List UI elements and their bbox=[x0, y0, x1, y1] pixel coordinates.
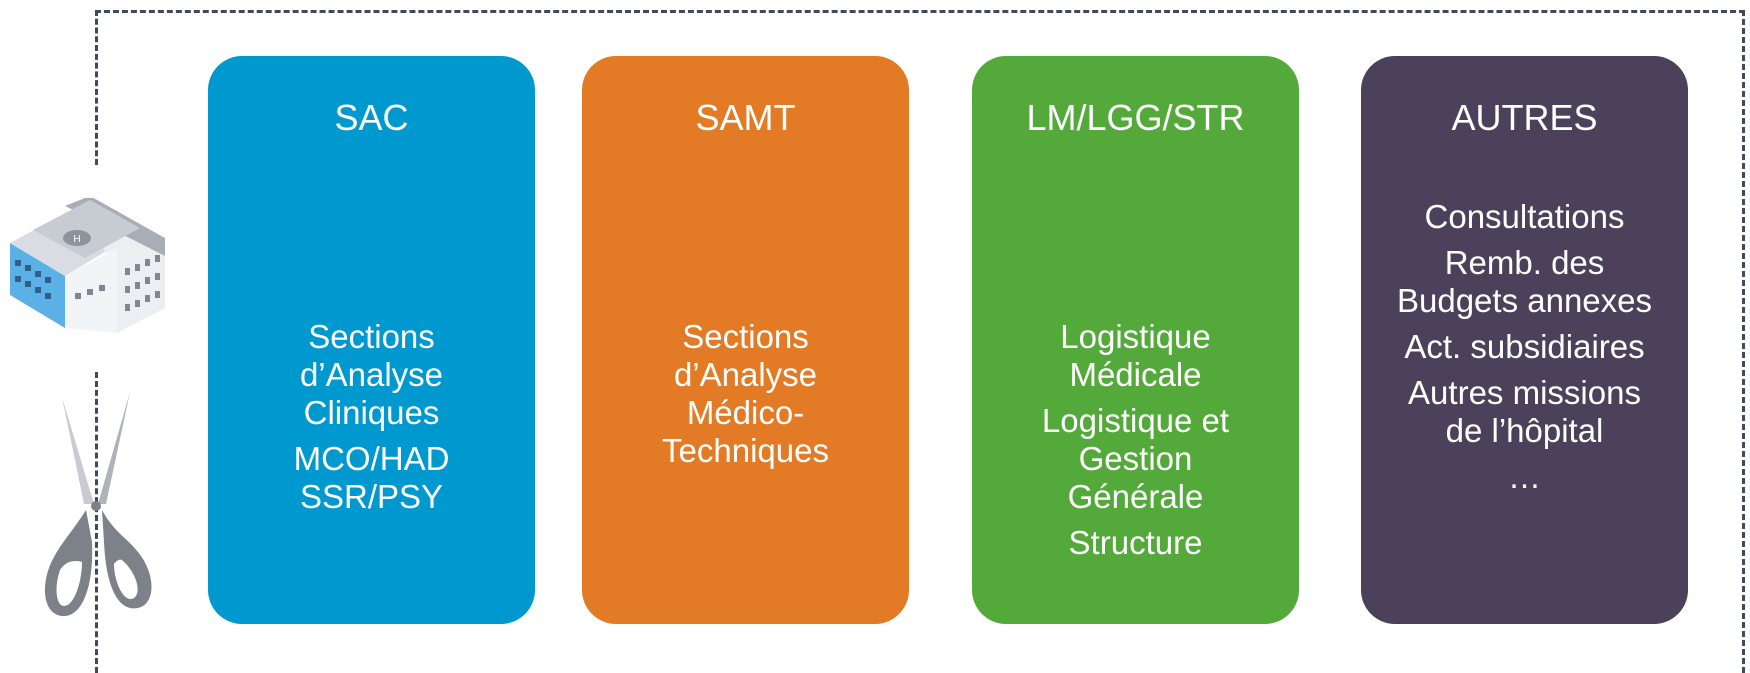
card-line: Logistique Médicale bbox=[1060, 318, 1211, 393]
hospital-building-icon: H bbox=[10, 198, 165, 333]
scissors-icon bbox=[44, 392, 152, 617]
dashed-frame-right bbox=[1742, 10, 1745, 673]
svg-text:H: H bbox=[73, 234, 80, 245]
card-body: Sections d’Analyse Médico- Techniques bbox=[582, 318, 909, 478]
card-line: Act. subsidiaires bbox=[1404, 328, 1645, 365]
card-body: Logistique Médicale Logistique et Gestio… bbox=[972, 318, 1299, 570]
card-title: SAC bbox=[334, 97, 409, 138]
card-lm-lgg-str: LM/LGG/STR Logistique Médicale Logistiqu… bbox=[972, 56, 1299, 624]
card-line: Sections d’Analyse Cliniques bbox=[299, 318, 444, 431]
card-title: SAMT bbox=[695, 97, 796, 138]
card-samt: SAMT Sections d’Analyse Médico- Techniqu… bbox=[582, 56, 909, 624]
card-line: Consultations bbox=[1424, 198, 1625, 235]
card-line: Sections d’Analyse Médico- Techniques bbox=[662, 318, 829, 469]
card-sac: SAC Sections d’Analyse Cliniques MCO/HAD… bbox=[208, 56, 535, 624]
card-line: MCO/HAD SSR/PSY bbox=[293, 440, 450, 515]
card-title: LM/LGG/STR bbox=[1026, 97, 1245, 138]
dashed-frame-top bbox=[95, 10, 1745, 13]
card-line: Autres missions de l’hôpital bbox=[1408, 374, 1641, 449]
card-line: Remb. des Budgets annexes bbox=[1396, 244, 1653, 319]
card-line: … bbox=[1508, 458, 1541, 495]
card-title: AUTRES bbox=[1451, 97, 1598, 138]
card-body: Sections d’Analyse Cliniques MCO/HAD SSR… bbox=[208, 318, 535, 524]
card-line: Logistique et Gestion Générale bbox=[1041, 402, 1230, 515]
dashed-frame-left-lower bbox=[95, 372, 98, 673]
card-body: Consultations Remb. des Budgets annexes … bbox=[1361, 198, 1688, 504]
card-line: Structure bbox=[1068, 524, 1203, 561]
dashed-frame-left-upper bbox=[95, 10, 98, 165]
card-autres: AUTRES Consultations Remb. des Budgets a… bbox=[1361, 56, 1688, 624]
